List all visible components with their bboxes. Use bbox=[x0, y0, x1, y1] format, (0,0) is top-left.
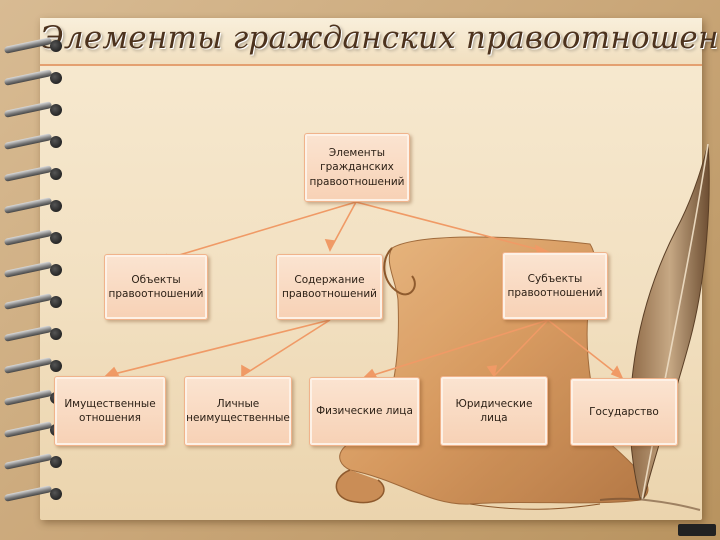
node-personal-non-property: Личные неимущественные bbox=[184, 376, 292, 446]
node-property-relations: Имущественные отношения bbox=[54, 376, 166, 446]
node-legal-entities-label: Юридические лица bbox=[455, 397, 533, 424]
binding-ring bbox=[3, 133, 62, 150]
connector-root-subjects bbox=[355, 201, 549, 253]
arrowhead bbox=[486, 365, 498, 379]
binding-ring bbox=[3, 37, 62, 54]
binding-ring bbox=[3, 229, 62, 246]
binding-ring bbox=[3, 357, 62, 374]
node-content: Содержание правоотношений bbox=[276, 254, 383, 320]
node-subjects-label: Субъекты правоотношений bbox=[507, 272, 603, 299]
connector-content-personal bbox=[241, 319, 331, 377]
connector-subjects-individuals bbox=[363, 319, 549, 379]
slide-title: Элементы гражданских правоотношений bbox=[40, 20, 720, 56]
arrowhead bbox=[241, 364, 251, 378]
corner-logo bbox=[678, 524, 716, 536]
binding-ring bbox=[3, 101, 62, 118]
node-state: Государство bbox=[570, 378, 678, 446]
binding-ring bbox=[3, 453, 62, 470]
connector-subjects-legal bbox=[493, 319, 549, 377]
node-objects: Объекты правоотношений bbox=[104, 254, 208, 320]
node-personal-non-property-label: Личные неимущественные bbox=[186, 397, 290, 424]
binding-ring bbox=[3, 69, 62, 86]
binding-ring bbox=[3, 165, 62, 182]
connector-content-property bbox=[105, 319, 331, 377]
connector-root-objects bbox=[155, 201, 357, 263]
node-content-label: Содержание правоотношений bbox=[282, 273, 377, 300]
node-individuals-label: Физические лица bbox=[316, 405, 413, 418]
node-subjects: Субъекты правоотношений bbox=[502, 252, 608, 320]
node-root: Элементы гражданских правоотношений bbox=[304, 133, 410, 202]
binding-ring bbox=[3, 197, 62, 214]
connector-subjects-state bbox=[547, 319, 623, 379]
arrowhead bbox=[324, 239, 336, 253]
node-individuals: Физические лица bbox=[309, 377, 420, 446]
binding-ring bbox=[3, 293, 62, 310]
arrowhead bbox=[103, 366, 120, 377]
node-objects-label: Объекты правоотношений bbox=[108, 273, 204, 300]
binding-ring bbox=[3, 261, 62, 278]
node-state-label: Государство bbox=[589, 405, 659, 418]
binding-ring bbox=[3, 485, 62, 502]
title-band bbox=[40, 18, 702, 66]
binding-ring bbox=[3, 325, 62, 342]
node-legal-entities: Юридические лица bbox=[440, 376, 548, 446]
arrowhead bbox=[610, 365, 624, 380]
node-property-relations-label: Имущественные отношения bbox=[64, 397, 156, 424]
node-root-label: Элементы гражданских правоотношений bbox=[309, 147, 405, 188]
